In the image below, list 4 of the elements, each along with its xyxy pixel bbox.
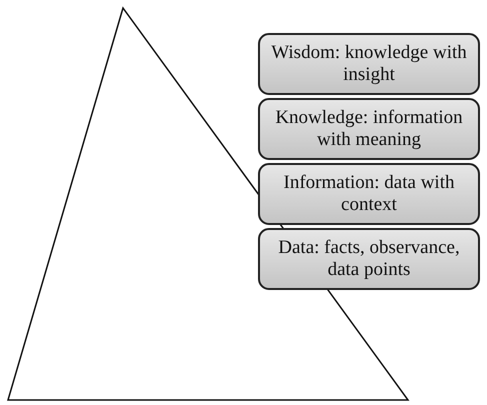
pyramid-level-box: Information: data with context xyxy=(258,163,480,225)
pyramid-level-box: Data: facts, observance, data points xyxy=(258,228,480,290)
pyramid-level-box: Knowledge: information with meaning xyxy=(258,98,480,160)
pyramid-level-box: Wisdom: knowledge with insight xyxy=(258,33,480,95)
